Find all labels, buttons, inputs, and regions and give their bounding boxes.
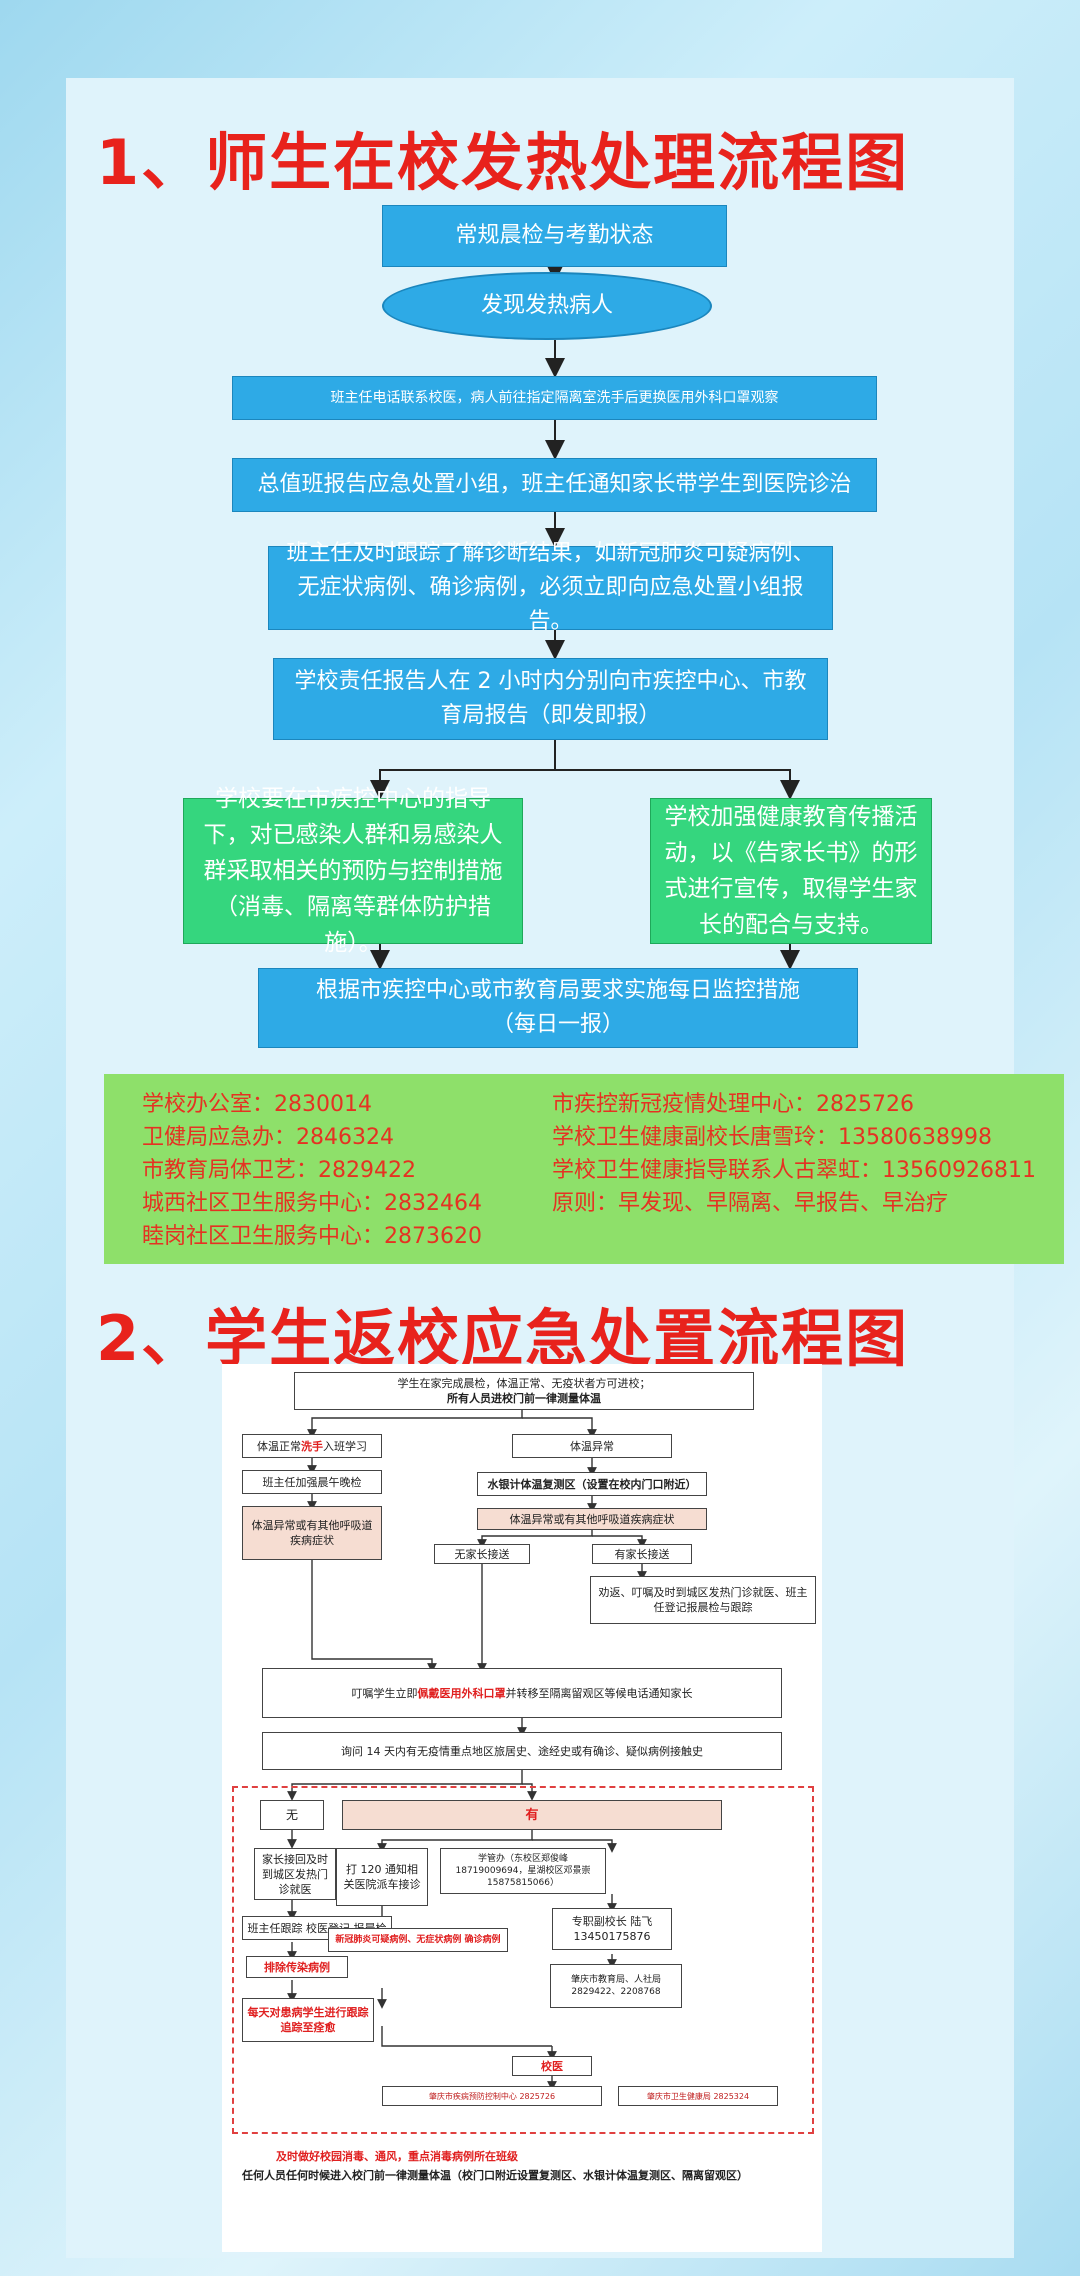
contact-left-1: 学校办公室：2830014 (142, 1092, 372, 1117)
contact-left-4: 城西社区卫生服务中心：2832464 (142, 1191, 482, 1216)
temp-normal-box: 体温正常洗手入班学习 (242, 1434, 382, 1458)
health-bureau-box: 肇庆市卫生健康局 2825324 (618, 2086, 778, 2106)
flow2-entry-box: 学生在家完成晨检，体温正常、无疫状者方可进校； 所有人员进校门前一律测量体温 (294, 1372, 754, 1410)
abnormal-symptom-box-left: 体温异常或有其他呼吸道疾病症状 (242, 1506, 382, 1560)
contact-left-5: 睦岗社区卫生服务中心：2873620 (142, 1224, 482, 1249)
step-morning-check: 常规晨检与考勤状态 (382, 205, 727, 267)
ask-history-box: 询问 14 天内有无疫情重点地区旅居史、途经史或有确诊、疑似病例接触史 (262, 1732, 782, 1770)
isolation-box: 叮嘱学生立即佩戴医用外科口罩并转移至隔离留观区等候电话通知家长 (262, 1668, 782, 1718)
school-doctor-box: 校医 (512, 2056, 592, 2076)
contact-right-2: 学校卫生健康副校长唐雪玲：13580638998 (552, 1125, 992, 1150)
step-report-team: 总值班报告应急处置小组，班主任通知家长带学生到医院诊治 (232, 458, 877, 512)
contact-left-3: 市教育局体卫艺：2829422 (142, 1158, 416, 1183)
footer-temperature-note: 任何人员任何时候进入校门前一律测量体温（校门口附近设置复测区、水银计体温复测区、… (242, 2169, 748, 2182)
flow2-entry-line1: 学生在家完成晨检，体温正常、无疫状者方可进校； (397, 1377, 651, 1390)
temp-normal-red: 洗手 (301, 1439, 323, 1453)
contact-left-2: 卫健局应急办：2846324 (142, 1125, 394, 1150)
bureau-box: 肇庆市教育局、人社局 2829422、2208768 (550, 1964, 682, 2008)
cdc-box: 肇庆市疾病预防控制中心 2825726 (382, 2086, 602, 2106)
temp-normal-a: 体温正常 (257, 1439, 301, 1453)
contact-right-3: 学校卫生健康指导联系人古翠虹：13560926811 (552, 1158, 1036, 1183)
suspect-cases-box: 新冠肺炎可疑病例、无症状病例 确诊病例 (328, 1928, 508, 1952)
step-fever-found: 发现发热病人 (382, 272, 712, 340)
step-health-education: 学校加强健康教育传播活动，以《告家长书》的形式进行宣传，取得学生家长的配合与支持… (650, 798, 932, 944)
footer-disinfect-note: 及时做好校园消毒、通风，重点消毒病例所在班级 (276, 2150, 518, 2163)
vice-principal-box: 专职副校长 陆飞 13450175876 (552, 1908, 672, 1950)
parent-pickup-box: 家长接回及时到城区发热门诊就医 (254, 1848, 336, 1900)
call-120-box: 打 120 通知相关医院派车接诊 (336, 1848, 428, 1906)
isolation-b: 并转移至隔离留观区等候电话通知家长 (505, 1686, 693, 1700)
flow1-connectors (370, 262, 800, 970)
step-daily-monitor: 根据市疾控中心或市教育局要求实施每日监控措施 （每日一报） (258, 968, 858, 1048)
daily-follow-box: 每天对患病学生进行跟踪 追踪至痊愈 (242, 1998, 374, 2042)
daily-monitor-line2: （每日一报） (491, 1012, 624, 1037)
contact-right-1: 市疾控新冠疫情处理中心：2825726 (552, 1092, 914, 1117)
contact-right-4: 原则：早发现、早隔离、早报告、早治疗 (552, 1191, 949, 1216)
response-dashed-area (232, 1786, 814, 2134)
temp-abnormal-box: 体温异常 (512, 1434, 672, 1458)
no-parent-box: 无家长接送 (434, 1544, 530, 1564)
class-check-box: 班主任加强晨午晚检 (242, 1470, 382, 1494)
exclude-case-box: 排除传染病例 (246, 1956, 348, 1978)
isolation-a: 叮嘱学生立即 (351, 1686, 418, 1700)
section-title-1: 1、师生在校发热处理流程图 (96, 126, 910, 199)
daily-monitor-line1: 根据市疾控中心或市教育局要求实施每日监控措施 (315, 978, 800, 1003)
step-track-diagnosis: 班主任及时跟踪了解诊断结果，如新冠肺炎可疑病例、无症状病例、确诊病例，必须立即向… (268, 541, 833, 634)
recheck-box: 水银计体温复测区（设置在校内门口附近） (477, 1472, 707, 1496)
abnormal-symptom-box-right: 体温异常或有其他呼吸道疾病症状 (477, 1508, 707, 1530)
answer-no-box: 无 (260, 1800, 324, 1830)
flow2-chart: 学生在家完成晨检，体温正常、无疫状者方可进校； 所有人员进校门前一律测量体温 体… (222, 1364, 822, 2252)
step-control-measures: 学校要在市疾控中心的指导下，对已感染人群和易感染人群采取相关的预防与控制措施（消… (183, 786, 523, 956)
has-parent-box: 有家长接送 (592, 1544, 692, 1564)
step-contact-doctor: 班主任电话联系校医，病人前往指定隔离室洗手后更换医用外科口罩观察 (232, 376, 877, 420)
step-report-2h: 学校责任报告人在 2 小时内分别向市疾控中心、市教育局报告（即发即报） (273, 658, 828, 740)
contacts-panel: 学校办公室：2830014 卫健局应急办：2846324 市教育局体卫艺：282… (104, 1074, 1064, 1264)
school-office-box: 学管办（东校区郑俊峰 18719009694，星湖校区邓景崇 158758150… (440, 1848, 606, 1894)
section-title-2: 2、学生返校应急处置流程图 (96, 1302, 910, 1375)
advise-return-box: 劝返、叮嘱及时到城区发热门诊就医、班主任登记报晨检与跟踪 (590, 1576, 816, 1624)
answer-yes-box: 有 (342, 1800, 722, 1830)
isolation-red: 佩戴医用外科口罩 (417, 1686, 506, 1700)
flow2-entry-line2: 所有人员进校门前一律测量体温 (447, 1392, 601, 1405)
temp-normal-b: 入班学习 (323, 1439, 367, 1453)
